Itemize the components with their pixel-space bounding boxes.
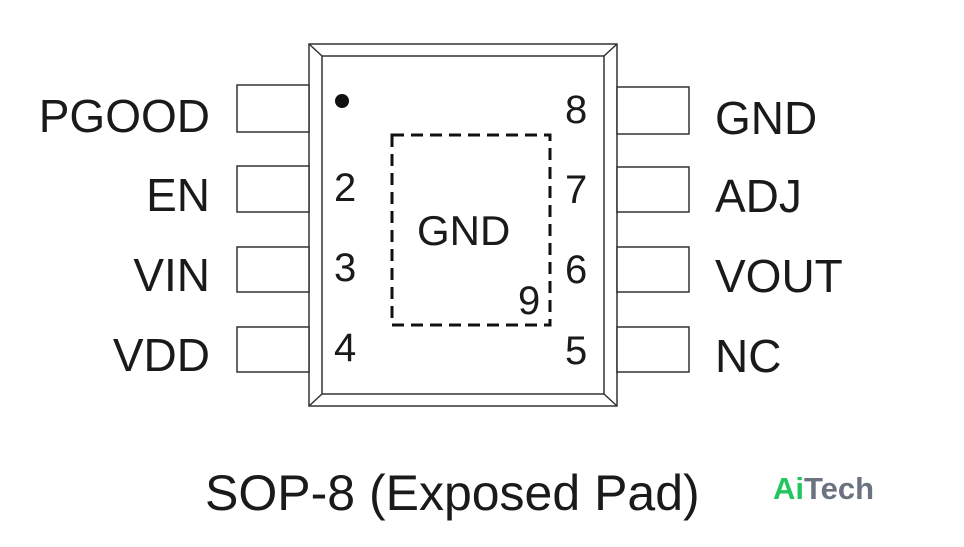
pin1-indicator-dot bbox=[335, 94, 349, 108]
package-body bbox=[308, 43, 618, 407]
pin-label-6: VOUT bbox=[715, 250, 843, 302]
exposed-pad-number: 9 bbox=[518, 279, 541, 323]
pin-number-1: 2 bbox=[334, 166, 357, 210]
pin-label-1: PGOOD bbox=[38, 90, 210, 142]
lead-pin-2 bbox=[236, 165, 310, 213]
lead-pin-8 bbox=[616, 86, 690, 135]
lead-pin-5 bbox=[616, 326, 690, 373]
pin-number-6: 6 bbox=[565, 248, 588, 292]
lead-pin-7 bbox=[616, 166, 690, 213]
left-leads bbox=[236, 84, 310, 373]
lead-pin-6 bbox=[616, 246, 690, 293]
pin-label-7: ADJ bbox=[715, 170, 802, 222]
exposed-pad-label: GND bbox=[417, 207, 511, 254]
pin-number-4: 4 bbox=[334, 326, 357, 370]
logo-tech-text: Tech bbox=[804, 471, 875, 506]
pin-number-7: 7 bbox=[565, 168, 588, 212]
pin-label-3: VIN bbox=[133, 249, 210, 301]
lead-pin-3 bbox=[236, 246, 310, 293]
package-caption: SOP-8 (Exposed Pad) bbox=[205, 465, 700, 521]
pin-label-2: EN bbox=[146, 169, 210, 221]
lead-pin-1 bbox=[236, 84, 310, 133]
right-leads bbox=[616, 86, 690, 373]
lead-pin-4 bbox=[236, 326, 310, 373]
pin-number-3: 3 bbox=[334, 246, 357, 290]
pin-label-4: VDD bbox=[112, 329, 210, 381]
exposed-pad-outline bbox=[390, 133, 552, 327]
pin-number-8: 8 bbox=[565, 88, 588, 132]
logo-ai-text: Ai bbox=[773, 471, 804, 506]
pin-number-5: 5 bbox=[565, 329, 588, 373]
pin-label-8: GND bbox=[715, 92, 818, 144]
aitech-logo: AiTech bbox=[773, 473, 874, 504]
pin-label-5: NC bbox=[715, 330, 782, 382]
